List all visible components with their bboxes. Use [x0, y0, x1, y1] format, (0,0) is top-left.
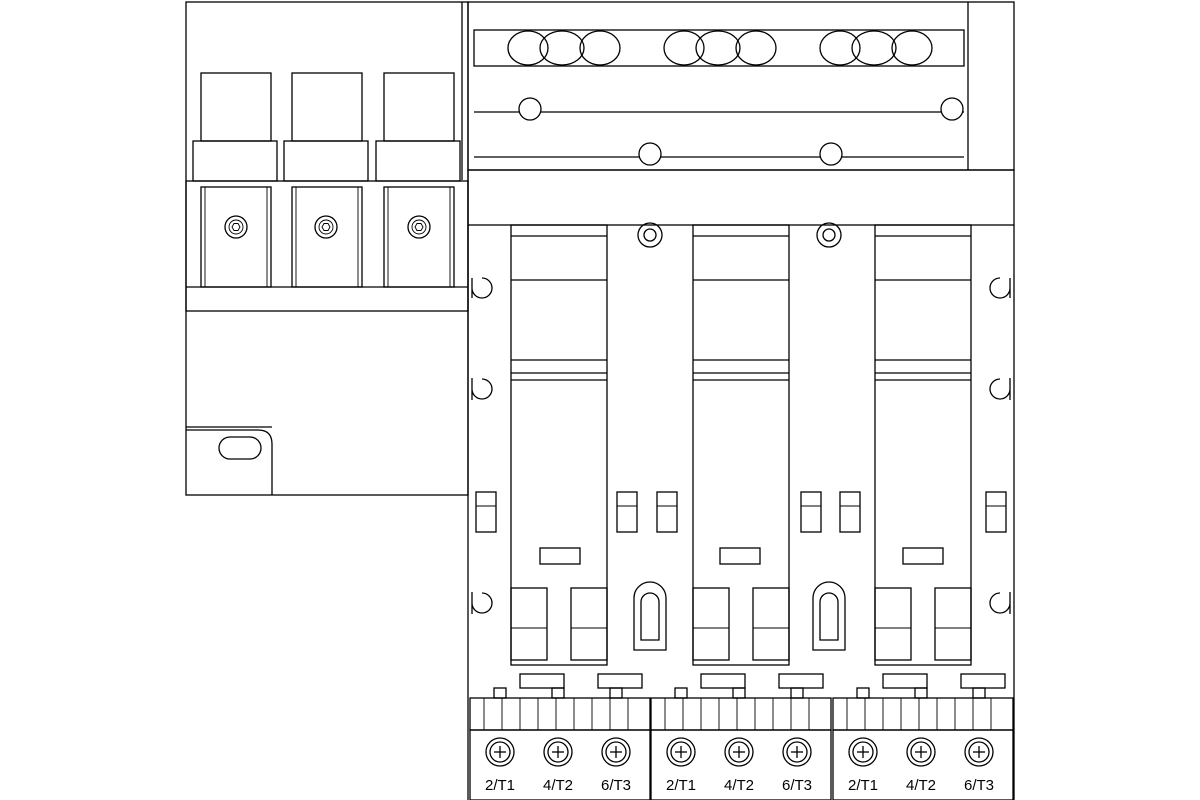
mount-holes: [633, 222, 846, 651]
terminal-post: [551, 687, 565, 699]
terminal-group-3: 2/T1 4/T2 6/T3: [832, 673, 1014, 800]
fuse-cap-1: [192, 72, 278, 182]
hex-screw-icon: [224, 215, 248, 239]
terminal-label: 2/T1: [666, 777, 696, 794]
terminal-post: [914, 687, 928, 699]
terminal-clip: [597, 673, 643, 689]
terminal-post: [732, 687, 746, 699]
fuse-cap-2: [283, 72, 369, 182]
terminal-label: 6/T3: [782, 777, 812, 794]
base-plate: [467, 222, 1015, 800]
busbar-slots: [507, 30, 933, 66]
terminal-group-1: 2/T1 4/T2 6/T3: [469, 673, 651, 800]
terminal-post: [493, 687, 507, 699]
busbar-section: [467, 1, 1015, 226]
terminal-screw-icon: [485, 737, 515, 767]
hex-screw-icon: [314, 215, 338, 239]
terminal-clip: [960, 673, 1006, 689]
terminal-clip: [778, 673, 824, 689]
terminal-screw-icon: [601, 737, 631, 767]
terminal-screw-icon: [906, 737, 936, 767]
terminal-label: 6/T3: [964, 777, 994, 794]
terminal-post: [609, 687, 623, 699]
terminal-label: 4/T2: [543, 777, 573, 794]
terminal-label: 6/T3: [601, 777, 631, 794]
terminal-label: 2/T1: [848, 777, 878, 794]
contactor-module-3: [874, 224, 972, 666]
terminal-label: 4/T2: [906, 777, 936, 794]
terminal-clip: [700, 673, 746, 689]
terminal-screw-icon: [848, 737, 878, 767]
contactor-module-1: [510, 224, 608, 666]
fuse-block: [185, 1, 469, 496]
clamp-1: [200, 186, 272, 288]
clamp-3: [383, 186, 455, 288]
terminal-blocks: 2/T1 4/T2 6/T3 2/T1 4/T2 6/T3 2/T1 4/T2 6/T3: [469, 673, 1014, 800]
terminal-post: [790, 687, 804, 699]
middle-tabs: [616, 491, 861, 533]
terminal-screw-icon: [724, 737, 754, 767]
terminal-post: [856, 687, 870, 699]
terminal-label: 2/T1: [485, 777, 515, 794]
contactor-module-2: [692, 224, 790, 666]
terminal-screw-icon: [782, 737, 812, 767]
terminal-clip: [882, 673, 928, 689]
terminal-group-2: 2/T1 4/T2 6/T3: [650, 673, 832, 800]
fuse-cap-3: [375, 72, 461, 182]
clamp-2: [291, 186, 363, 288]
terminal-screw-icon: [543, 737, 573, 767]
hex-screw-icon: [407, 215, 431, 239]
terminal-post: [972, 687, 986, 699]
terminal-label: 4/T2: [724, 777, 754, 794]
side-tabs: [471, 277, 1011, 614]
terminal-post: [674, 687, 688, 699]
terminal-screw-icon: [666, 737, 696, 767]
terminal-clip: [519, 673, 565, 689]
terminal-screw-icon: [964, 737, 994, 767]
